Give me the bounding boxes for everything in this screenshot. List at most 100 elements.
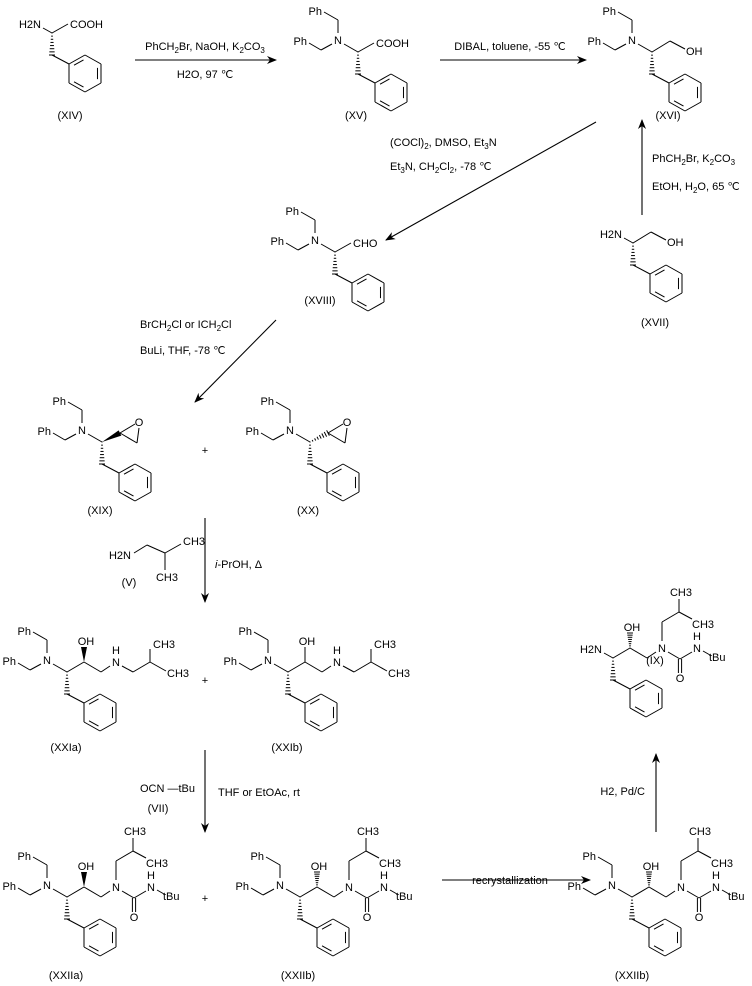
atom-label: N bbox=[712, 882, 720, 894]
bond bbox=[614, 43, 627, 51]
atom-label: CH3 bbox=[692, 619, 714, 631]
bond bbox=[321, 945, 332, 952]
bond bbox=[73, 81, 84, 88]
bond bbox=[645, 679, 663, 690]
bond bbox=[661, 611, 680, 623]
atom-label: CH3 bbox=[156, 572, 178, 584]
bond bbox=[365, 850, 380, 859]
atom-label: H bbox=[712, 870, 720, 882]
bond bbox=[285, 242, 299, 251]
hashed-bond bbox=[311, 439, 314, 442]
bond bbox=[721, 889, 730, 895]
bond bbox=[316, 886, 335, 898]
atom-label: O bbox=[135, 417, 144, 429]
bond bbox=[121, 665, 134, 673]
bond bbox=[123, 468, 134, 475]
compound-label-xxib: (XXIb) bbox=[271, 742, 302, 754]
reagent-step7-conditions: THF or EtOAc, rt bbox=[218, 787, 300, 799]
bond bbox=[134, 463, 152, 474]
bond bbox=[374, 101, 392, 112]
atom-label: OH bbox=[686, 46, 703, 58]
bond bbox=[29, 888, 42, 896]
bond bbox=[118, 491, 136, 502]
bond bbox=[651, 73, 670, 84]
bond bbox=[133, 890, 147, 899]
atom-label: Ph bbox=[583, 851, 596, 863]
atom-label: N bbox=[43, 655, 51, 667]
bond bbox=[260, 432, 274, 441]
atom-label: Ph bbox=[286, 206, 299, 218]
bond bbox=[680, 850, 699, 862]
bond bbox=[273, 663, 289, 673]
bond bbox=[326, 491, 344, 502]
atom-label: H bbox=[693, 631, 701, 643]
bond bbox=[52, 663, 68, 673]
bond bbox=[634, 684, 645, 691]
bond bbox=[320, 721, 338, 732]
atom-label: Ph bbox=[251, 851, 264, 863]
atom-label: Ph bbox=[224, 656, 237, 668]
bond bbox=[67, 401, 83, 411]
bond bbox=[64, 433, 77, 441]
bond bbox=[612, 679, 631, 690]
bond bbox=[629, 679, 647, 690]
bond bbox=[389, 889, 398, 895]
bond bbox=[295, 433, 311, 443]
bond bbox=[367, 273, 385, 284]
bond bbox=[238, 662, 252, 671]
hashed-bond bbox=[316, 436, 319, 440]
bond bbox=[623, 237, 634, 244]
atom-label: Ph bbox=[38, 426, 51, 438]
atom-label: Ph bbox=[239, 626, 252, 638]
bond bbox=[653, 923, 664, 930]
bond bbox=[83, 918, 101, 929]
bond bbox=[673, 78, 684, 85]
bond bbox=[83, 721, 101, 732]
bond bbox=[326, 463, 344, 474]
atom-label: Ph bbox=[568, 881, 581, 893]
bond bbox=[100, 890, 111, 898]
bond bbox=[275, 401, 291, 411]
atom-label: CH3 bbox=[183, 536, 205, 548]
bond bbox=[272, 433, 285, 441]
bond bbox=[42, 27, 53, 34]
bond bbox=[68, 54, 86, 65]
plus-sign: + bbox=[202, 893, 208, 905]
bond bbox=[357, 73, 376, 84]
atom-label: Ph bbox=[588, 36, 601, 48]
bond bbox=[66, 886, 85, 898]
atom-label: CHO bbox=[353, 238, 378, 250]
reagent-step1-bottom: H2O, 97 ℃ bbox=[177, 69, 233, 81]
arrow-step3 bbox=[385, 121, 597, 241]
bond bbox=[149, 661, 167, 672]
bond bbox=[665, 264, 683, 275]
bond bbox=[146, 544, 166, 554]
reagent-step4-top: PhCH2Br, K2CO3 bbox=[652, 153, 736, 167]
bond bbox=[327, 432, 346, 444]
reagent-step5-top: BrCH2Cl or ICH2Cl bbox=[140, 319, 231, 333]
atom-label: OH bbox=[78, 861, 95, 873]
atom-label: OH bbox=[643, 861, 660, 873]
bond bbox=[664, 946, 682, 957]
bond bbox=[68, 82, 86, 93]
wedge-bond bbox=[102, 430, 122, 442]
plus-sign: + bbox=[202, 445, 208, 457]
atom-label: OH bbox=[299, 636, 316, 648]
bond bbox=[665, 890, 676, 898]
bond bbox=[331, 490, 342, 497]
atom-label: H2N bbox=[580, 644, 602, 656]
atom-label: CH3 bbox=[357, 826, 379, 838]
bond bbox=[357, 42, 375, 53]
wedge-bond bbox=[81, 647, 87, 662]
bond bbox=[649, 264, 667, 275]
bond bbox=[250, 887, 264, 896]
bond bbox=[686, 890, 700, 899]
atom-label: CH3 bbox=[167, 668, 189, 680]
